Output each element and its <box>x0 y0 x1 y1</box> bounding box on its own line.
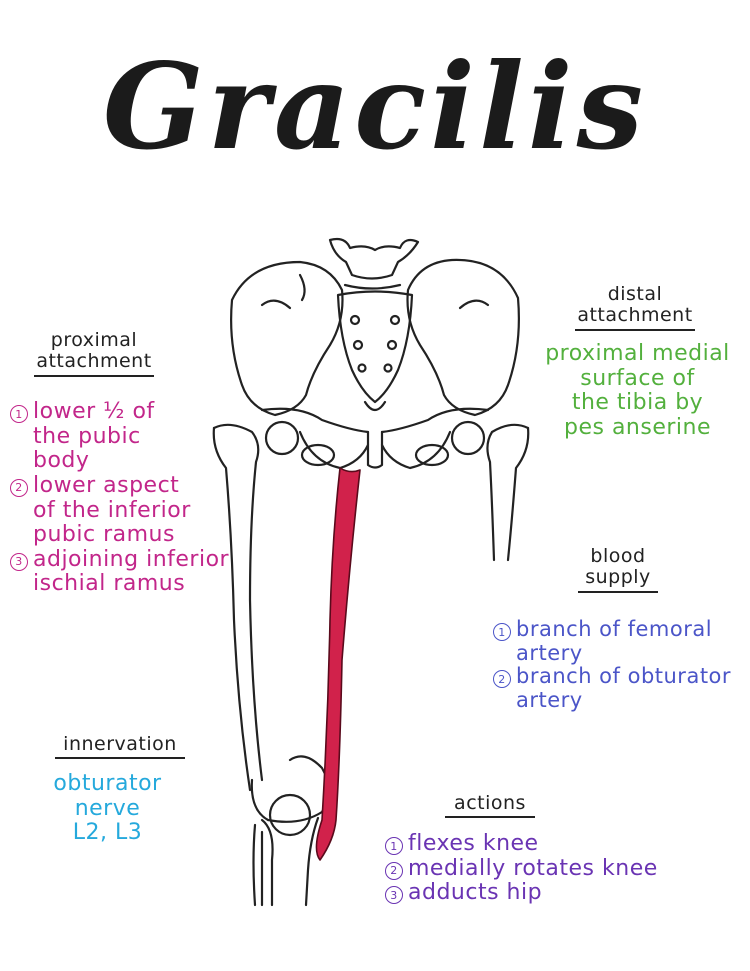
proximal-attachment-list: 1 lower ½ of the pubic body 2 lower aspe… <box>10 400 240 597</box>
left-ilium <box>231 262 342 415</box>
actions-list: 1 flexes knee 2 medially rotates knee 3 … <box>385 832 685 906</box>
actions-heading: actions <box>445 793 535 818</box>
number-badge: 2 <box>10 479 28 497</box>
right-femur <box>452 422 528 560</box>
distal-attachment-heading-text: distal attachment <box>577 283 692 326</box>
distal-attachment-text: proximal medial surface of the tibia by … <box>540 342 735 441</box>
list-item: 1 lower ½ of the pubic body <box>10 400 240 474</box>
innervation-text: obturator nerve L2, L3 <box>20 772 195 846</box>
number-badge: 2 <box>493 670 511 688</box>
heading-underline <box>575 329 695 331</box>
list-item-text: lower ½ of the pubic body <box>33 400 155 474</box>
list-item: 2 lower aspect of the inferior pubic ram… <box>10 474 240 548</box>
number-badge: 1 <box>493 623 511 641</box>
list-item-text: adducts hip <box>408 881 542 906</box>
list-item-text: adjoining inferior ischial ramus <box>33 548 229 597</box>
list-item-text: branch of obturator artery <box>516 665 731 712</box>
number-badge: 2 <box>385 862 403 880</box>
number-badge: 1 <box>10 405 28 423</box>
innervation-heading: innervation <box>55 734 185 759</box>
tibia-fibula <box>254 818 319 905</box>
number-badge: 3 <box>385 886 403 904</box>
heading-underline <box>34 375 154 377</box>
heading-underline <box>55 757 185 759</box>
actions-heading-text: actions <box>454 792 526 814</box>
list-item-text: branch of femoral artery <box>516 618 712 665</box>
blood-supply-heading: blood supply <box>578 546 658 593</box>
list-item: 1 branch of femoral artery <box>493 618 743 665</box>
list-item: 2 branch of obturator artery <box>493 665 743 712</box>
list-item-text: medially rotates knee <box>408 857 658 882</box>
number-badge: 1 <box>385 837 403 855</box>
blood-supply-list: 1 branch of femoral artery 2 branch of o… <box>493 618 743 712</box>
innervation-heading-text: innervation <box>63 733 177 755</box>
list-item: 3 adjoining inferior ischial ramus <box>10 548 240 597</box>
list-item: 1 flexes knee <box>385 832 685 857</box>
proximal-attachment-heading-text: proximal attachment <box>36 329 151 372</box>
number-badge: 3 <box>10 553 28 571</box>
lumbar-vertebra <box>330 239 418 289</box>
sacrum <box>338 292 412 411</box>
proximal-attachment-heading: proximal attachment <box>34 330 154 377</box>
list-item-text: lower aspect of the inferior pubic ramus <box>33 474 191 548</box>
list-item-text: flexes knee <box>408 832 539 857</box>
list-item: 3 adducts hip <box>385 881 685 906</box>
right-ilium <box>408 260 519 415</box>
pubis-ischium <box>262 409 488 468</box>
gracilis-muscle <box>316 468 360 860</box>
heading-underline <box>445 816 535 818</box>
blood-supply-heading-text: blood supply <box>585 545 651 588</box>
list-item: 2 medially rotates knee <box>385 857 685 882</box>
heading-underline <box>578 591 658 593</box>
distal-attachment-heading: distal attachment <box>575 284 695 331</box>
